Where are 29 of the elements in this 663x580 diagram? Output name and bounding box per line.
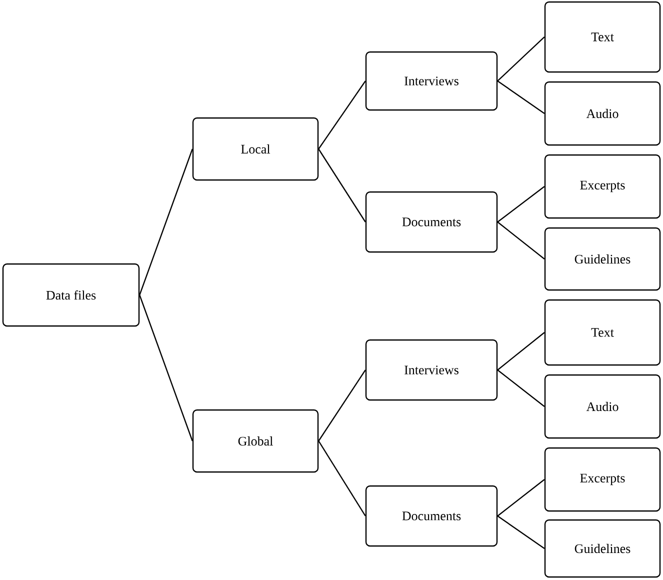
tree-box: Audio: [544, 374, 661, 439]
connector-line: [497, 332, 545, 370]
connector-line: [497, 516, 545, 549]
connector-line: [318, 80, 366, 150]
connector-line: [139, 148, 193, 296]
connector-line: [318, 370, 366, 442]
tree-box: Text: [544, 1, 661, 73]
connector-line: [497, 186, 545, 222]
connector-line: [318, 148, 366, 222]
tree-box: Text: [544, 299, 661, 366]
tree-box: Excerpts: [544, 154, 661, 219]
tree-box: Data files: [2, 263, 140, 327]
tree-box: Documents: [365, 191, 498, 253]
connector-line: [497, 36, 545, 82]
tree-box: Guidelines: [544, 519, 661, 578]
tree-box: Audio: [544, 81, 661, 146]
tree-box: Interviews: [365, 339, 498, 401]
tree-box: Excerpts: [544, 447, 661, 512]
tree-box: Documents: [365, 485, 498, 547]
connector-line: [318, 440, 366, 516]
connector-line: [497, 479, 545, 516]
tree-box: Interviews: [365, 51, 498, 111]
connector-line: [497, 370, 545, 407]
connector-line: [139, 294, 193, 442]
tree-box: Guidelines: [544, 227, 661, 291]
connector-line: [497, 80, 545, 114]
tree-box: Local: [192, 117, 319, 181]
tree-box: Global: [192, 409, 319, 473]
connector-line: [497, 222, 545, 260]
